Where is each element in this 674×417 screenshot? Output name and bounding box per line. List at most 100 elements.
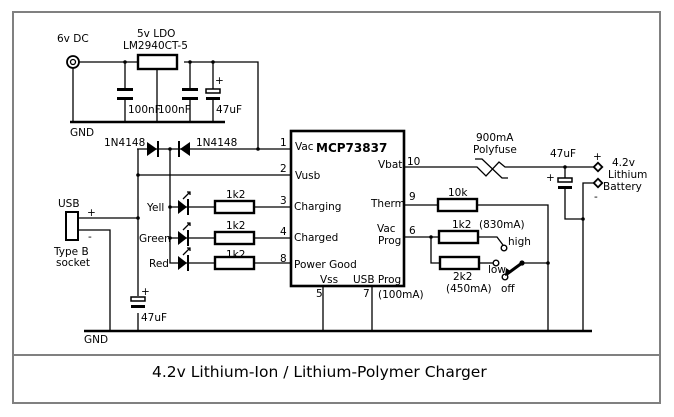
cap-in-plate [117, 97, 133, 100]
prog-wire [404, 236, 440, 264]
pin-number: 9 [409, 191, 416, 203]
out-cap-plate-neg [558, 186, 572, 189]
pin-number: 1 [280, 137, 287, 149]
led-green-resistor [213, 230, 256, 246]
fuse-label-2: Polyfuse [473, 144, 517, 156]
battery-label-2: Lithium [608, 169, 647, 181]
regulator-rail [79, 61, 259, 149]
prog-high-resistor [437, 229, 480, 245]
switch-arrow-icon [505, 268, 512, 276]
prog-low-current: (450mA) [446, 283, 492, 295]
led-arrow-icon [182, 191, 191, 200]
diode-2-label: 1N4148 [196, 137, 237, 149]
junction-dot [168, 205, 172, 209]
switch-high-label: high [508, 236, 531, 248]
usb-cap-plate-pos [130, 296, 146, 302]
ldo-label-1: 5v LDO [137, 28, 175, 40]
cap-bulk-plus: + [215, 75, 224, 87]
junction-dot [168, 236, 172, 240]
junction-dot [581, 217, 585, 221]
prog-high-resistor-label: 1k2 [452, 219, 471, 231]
top-gnd-label: GND [70, 127, 94, 139]
pin-name: Prog [378, 235, 401, 247]
ldo-regulator [136, 53, 179, 71]
led-green-label: Green [139, 233, 171, 245]
ic-mcp73837 [289, 129, 406, 288]
junction-dot [211, 60, 215, 64]
switch-off-contact[interactable] [501, 273, 509, 281]
led-red-resistor [213, 255, 256, 271]
diode-1-icon [147, 142, 157, 156]
diagram-title: 4.2v Lithium-Ion / Lithium-Polymer Charg… [152, 363, 487, 381]
polyfuse-icon [475, 158, 508, 179]
led-arrow-icon [182, 247, 191, 256]
cap-in-label: 100nF [128, 104, 161, 116]
pin-name: USB Prog [353, 274, 401, 286]
switch-low-contact[interactable] [492, 259, 500, 267]
cap-bulk-label: 47uF [216, 104, 242, 116]
fuse-label-1: 900mA [476, 132, 514, 144]
dc-input-label: 6v DC [57, 33, 89, 45]
bottom-gnd-label: GND [84, 334, 108, 346]
pin-name: Charged [294, 232, 338, 244]
out-cap-plate-pos [557, 177, 573, 183]
dc-jack [66, 55, 80, 69]
led-red-label: Red [149, 258, 169, 270]
pin-number: 10 [407, 156, 420, 168]
battery-positive-terminal [592, 161, 604, 173]
led-green-resistor-label: 1k2 [226, 220, 245, 232]
cap-out-plate [182, 97, 198, 100]
diode-1-label: 1N4148 [104, 137, 145, 149]
ic-bottom-wires [322, 286, 373, 331]
out-cap-label: 47uF [550, 148, 576, 160]
junction-dot [136, 173, 140, 177]
therm-wire [404, 204, 549, 331]
pin-name: Vusb [295, 170, 321, 182]
out-cap-wire [564, 167, 583, 220]
led-yellow-resistor-label: 1k2 [226, 189, 245, 201]
junction-dot [256, 147, 260, 151]
usb-wires [78, 217, 138, 331]
cap-out-label: 100nF [158, 104, 191, 116]
pin-name: Vac [377, 223, 396, 235]
out-cap-plus: + [546, 172, 555, 184]
pin-name: Charging [294, 201, 341, 213]
pin-name: Vac [295, 141, 314, 153]
usb-plus: + [87, 207, 96, 219]
prog-high-wire [478, 236, 504, 246]
prog-low-resistor-label: 2k2 [453, 271, 472, 283]
junction-dot [546, 261, 550, 265]
usb-socket-label-2: socket [56, 257, 90, 269]
pin-number: 5 [316, 288, 323, 300]
therm-resistor-label: 10k [448, 187, 468, 199]
usb-cap-label: 47uF [141, 312, 167, 324]
battery-minus: - [594, 191, 598, 203]
junction-dot [136, 216, 140, 220]
led-yellow-label: Yell [146, 202, 164, 214]
battery-negative-wire [582, 182, 595, 331]
led-yellow-icon [178, 200, 187, 214]
cap-out-plate [182, 88, 198, 91]
led-yellow [168, 191, 291, 215]
led-red-resistor-label: 1k2 [226, 249, 245, 261]
battery-plus: + [593, 151, 602, 163]
battery-label-3: Battery [603, 181, 642, 193]
cap-bulk-plate-neg [206, 97, 220, 100]
switch-off-label: off [501, 283, 515, 295]
battery-negative-terminal [592, 177, 604, 189]
pin-number: 4 [280, 226, 287, 238]
usb-cap-plate-neg [131, 305, 145, 308]
usb-socket [65, 211, 79, 241]
led-arrow-icon [182, 222, 191, 231]
pin-number: 6 [409, 225, 416, 237]
pin-number: 2 [280, 163, 287, 175]
cap-bulk-plate-pos [205, 88, 221, 94]
pin-number: 8 [280, 253, 287, 265]
prog-high-current: (830mA) [479, 219, 525, 231]
usb-socket-label-1: Type B [53, 246, 89, 258]
therm-resistor [436, 197, 479, 213]
led-green [168, 222, 291, 246]
ic-name: MCP73837 [316, 141, 387, 155]
switch-high-contact[interactable] [500, 244, 508, 252]
